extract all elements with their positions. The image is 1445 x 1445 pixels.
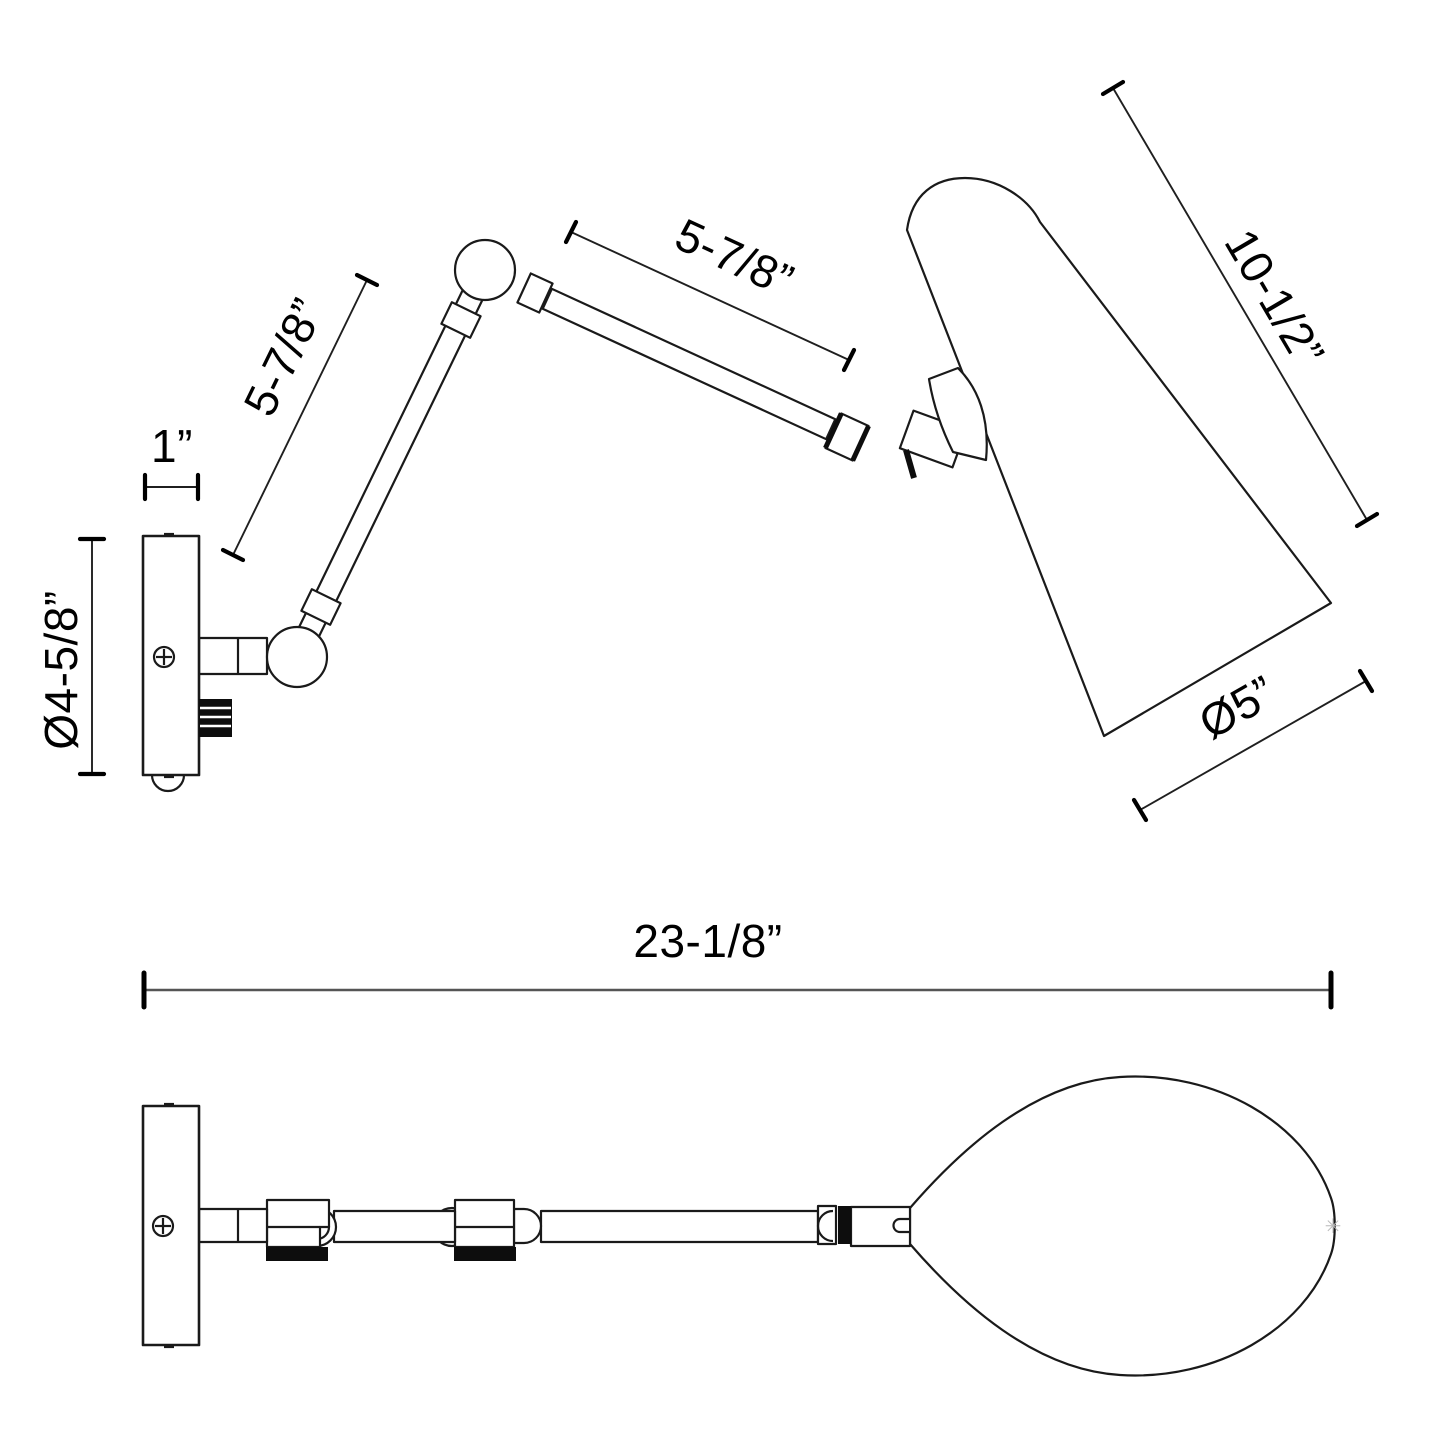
dim-label-overall-projection: 23-1/8” [633,915,782,967]
dim-label-upper-arm: 5-7/8” [668,208,802,307]
plan-joint-2-band [454,1247,516,1261]
dim-label-plate-diameter: Ø4-5/8” [35,590,87,749]
plan-arm-rod-2 [539,1209,820,1244]
plan-joint-2-cap [512,1207,543,1245]
ball-joint-elbow [453,238,517,302]
lower-arm-collar-top [440,301,482,339]
lower-arm-rod [297,286,485,640]
dim-label-shade-length: 10-1/2” [1215,220,1335,375]
dim-upper-arm: 5-7/8” [563,208,857,373]
thumb-knob [199,699,232,737]
dim-label-lower-arm: 5-7/8” [233,290,334,424]
plan-view: 23-1/8” ✳ [141,915,1342,1377]
collar-knurl-mark-right [850,424,871,462]
plan-joint-1-band [266,1247,328,1261]
watermark-asterisk: ✳ [1325,1216,1342,1238]
ball-joint-lower [265,625,329,689]
swivel-lock-mark [903,449,917,479]
dim-overall-projection: 23-1/8” [141,915,1334,1010]
plan-joint-1-block [265,1198,331,1249]
collar-knurl-mark-left [823,412,844,450]
plan-mounting-screw-icon [151,1214,175,1238]
plan-arm-stub [197,1207,269,1244]
mounting-screw-icon [152,645,176,669]
plate-bottom-arc [150,774,186,793]
plan-shade [908,1075,1336,1377]
plan-joint-2-block [453,1198,516,1249]
plate-arm-stub [197,636,269,676]
lower-arm-collar-bottom [300,588,342,626]
plan-end-collar-band [838,1206,851,1244]
shade-mount-bracket [927,366,988,462]
upper-arm-rod [541,287,837,441]
plan-end-collar-arc [816,1209,834,1243]
dim-label-plate-depth: 1” [151,420,193,472]
upper-arm-collar [516,272,554,314]
plan-arm-rod-1 [332,1209,457,1244]
dim-plate-diameter: Ø4-5/8” [35,536,107,777]
side-view: 1” Ø4-5/8” 5-7/8” 5-7/8” 10- [35,79,1380,823]
plan-socket-notch [892,1217,909,1234]
shade-cone [905,176,1333,738]
dim-plate-depth: 1” [142,420,201,502]
